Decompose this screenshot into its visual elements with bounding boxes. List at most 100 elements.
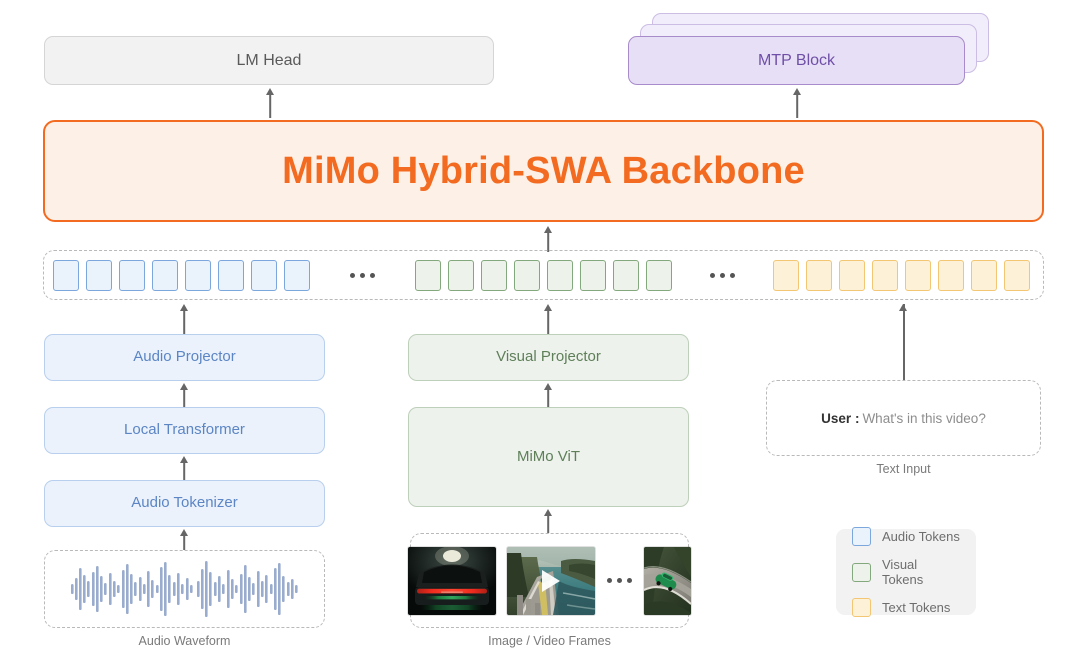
arrow-waveform-to-audio-tokenizer [179, 529, 189, 550]
local-transformer-box: Local Transformer [44, 407, 325, 454]
audio-tokenizer-label: Audio Tokenizer [131, 494, 238, 512]
token-ellipsis-audio-visual [350, 272, 375, 278]
audio-waveform-icon [71, 561, 298, 617]
arrow-frames-to-vit [543, 509, 553, 533]
text-input-container: User : What's in this video? [766, 380, 1041, 456]
backbone-box: MiMo Hybrid-SWA Backbone [43, 120, 1044, 222]
text-token-swatch-icon [852, 598, 871, 617]
text-token [839, 259, 865, 291]
arrow-shaft [547, 232, 549, 252]
visual-projector-label: Visual Projector [496, 348, 601, 366]
frames-ellipsis [607, 578, 632, 583]
arrow-local-transformer-to-audio-projector [179, 383, 189, 407]
arrow-text-input-to-tokens [898, 304, 908, 314]
text-token [1004, 259, 1030, 291]
arrowhead [180, 529, 188, 536]
arrowhead [180, 383, 188, 390]
arrow-audio-projector-to-tokens [179, 304, 189, 334]
legend-item-visual-tokens: Visual Tokens [852, 557, 960, 587]
text-input-caption: Text Input [876, 462, 931, 476]
text-token [905, 259, 931, 291]
green-car-thumbnail-image [644, 546, 691, 615]
visual-token [448, 259, 474, 291]
arrowhead [899, 304, 907, 311]
audio-token [185, 259, 211, 291]
text-input-role-label: User : [821, 410, 860, 426]
coastal-bridge-video-frame [507, 546, 595, 615]
arrowhead [266, 88, 274, 95]
image-video-frames-container [408, 533, 691, 628]
arrow-shaft [547, 310, 549, 334]
visual-projector-box: Visual Projector [408, 334, 689, 381]
arrow-backbone-to-lm-head [265, 88, 275, 118]
audio-projector-label: Audio Projector [133, 348, 236, 366]
visual-token [646, 259, 672, 291]
backbone-label: MiMo Hybrid-SWA Backbone [282, 149, 805, 192]
audio-token [218, 259, 244, 291]
text-input-message: What's in this video? [862, 410, 986, 426]
arrow-shaft [547, 389, 549, 407]
arrow-audio-tokenizer-to-local-transformer [179, 456, 189, 480]
arrow-shaft [183, 462, 185, 480]
arrowhead [544, 383, 552, 390]
audio-token [152, 259, 178, 291]
audio-waveform-caption: Audio Waveform [138, 634, 231, 648]
legend-item-text-tokens: Text Tokens [852, 598, 960, 617]
frame-thumbnails [408, 534, 691, 627]
text-token [938, 259, 964, 291]
mimo-vit-label: MiMo ViT [516, 447, 581, 465]
arrow-visual-projector-to-tokens [543, 304, 553, 334]
arrowhead [793, 88, 801, 95]
car-rear-thumbnail-image [408, 546, 496, 615]
lm-head-box: LM Head [44, 36, 494, 85]
arrow-shaft [547, 515, 549, 533]
text-input-content[interactable]: User : What's in this video? [767, 381, 1040, 455]
visual-token-swatch-icon [852, 562, 871, 582]
arrow-tokens-to-backbone [543, 226, 553, 252]
legend-item-audio-tokens: Audio Tokens [852, 527, 960, 546]
text-token [773, 259, 799, 291]
mtp-block-box: MTP Block [628, 36, 965, 85]
arrowhead [544, 509, 552, 516]
arrow-shaft [183, 310, 185, 334]
token-ellipsis-visual-text [710, 272, 735, 278]
visual-token [547, 259, 573, 291]
mimo-vit-box: MiMo ViT [408, 407, 689, 507]
arrow-backbone-to-mtp-block [792, 88, 802, 118]
image-video-frames-caption: Image / Video Frames [488, 634, 611, 648]
audio-token [284, 259, 310, 291]
legend-label: Text Tokens [882, 600, 951, 615]
audio-token [53, 259, 79, 291]
token-sequence-container [43, 250, 1044, 300]
audio-waveform-container [44, 550, 325, 628]
text-token [806, 259, 832, 291]
arrow-shaft [269, 94, 271, 118]
arrow-shaft [796, 94, 798, 118]
audio-token-swatch-icon [852, 527, 871, 546]
legend-label: Audio Tokens [882, 529, 960, 544]
arrow-vit-to-visual-projector [543, 383, 553, 407]
car-rear-taillight-frame [408, 546, 496, 615]
legend-panel: Audio Tokens Visual Tokens Text Tokens [836, 527, 976, 617]
text-token [872, 259, 898, 291]
audio-token [251, 259, 277, 291]
audio-token [119, 259, 145, 291]
audio-token [86, 259, 112, 291]
arrowhead [180, 456, 188, 463]
legend-label: Visual Tokens [882, 557, 924, 587]
visual-token [415, 259, 441, 291]
text-token [971, 259, 997, 291]
play-button-icon[interactable] [542, 569, 560, 592]
green-car-road-frame [644, 546, 691, 615]
arrowhead [180, 304, 188, 311]
visual-token [481, 259, 507, 291]
arrowhead [544, 226, 552, 233]
visual-token [514, 259, 540, 291]
visual-token [613, 259, 639, 291]
arrow-shaft [183, 535, 185, 550]
lm-head-label: LM Head [236, 51, 302, 69]
audio-tokenizer-box: Audio Tokenizer [44, 480, 325, 527]
mtp-block-label: MTP Block [757, 51, 836, 69]
local-transformer-label: Local Transformer [124, 421, 245, 439]
